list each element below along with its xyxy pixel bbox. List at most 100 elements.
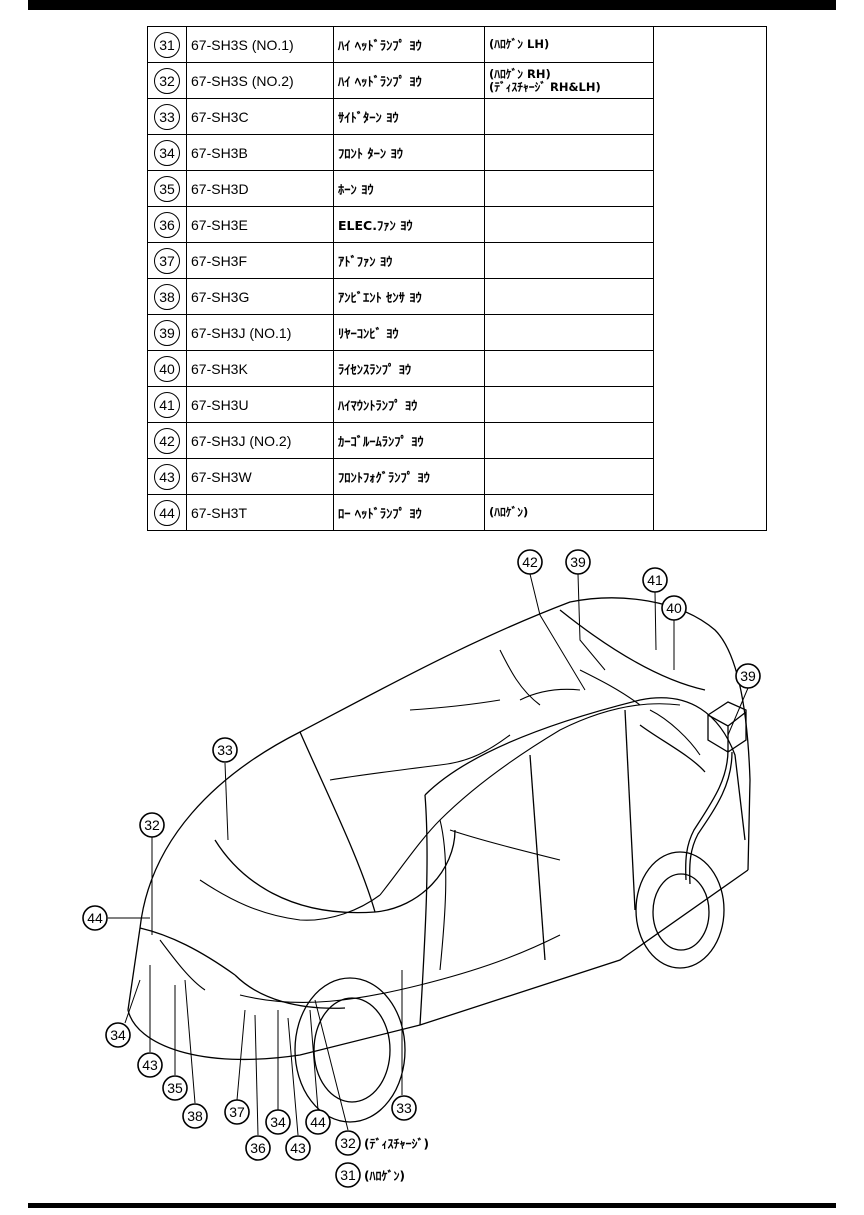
callout-c40: 40 xyxy=(661,595,687,621)
callout-c34a: 34 xyxy=(105,1022,131,1048)
callout-number: 35 xyxy=(167,1080,183,1096)
part-name: ｱﾄﾞﾌｧﾝ ﾖｳ xyxy=(333,242,485,279)
callout-number: 38 xyxy=(187,1108,203,1124)
part-code: 67-SH3F xyxy=(186,242,334,279)
ref-cell: 40 xyxy=(147,350,187,387)
ref-number: 32 xyxy=(154,67,180,94)
part-name: ﾎｰﾝ ﾖｳ xyxy=(333,170,485,207)
ref-number: 38 xyxy=(154,283,180,310)
callout-number: 41 xyxy=(647,572,663,588)
ref-number: 42 xyxy=(154,427,180,454)
part-code: 67-SH3C xyxy=(186,98,334,135)
ref-cell: 33 xyxy=(147,98,187,135)
ref-cell: 32 xyxy=(147,62,187,99)
callout-note: (ﾊﾛｹﾞﾝ) xyxy=(364,1168,405,1183)
part-name: ﾊｲﾏｳﾝﾄﾗﾝﾌﾟ ﾖｳ xyxy=(333,386,485,423)
callout-number: 37 xyxy=(229,1104,245,1120)
callout-c33b: 33 xyxy=(391,1095,417,1121)
ref-cell: 34 xyxy=(147,134,187,171)
part-code: 67-SH3T xyxy=(186,494,334,531)
part-note: (ﾊﾛｹﾞﾝ RH)(ﾃﾞｨｽﾁｬｰｼﾞ RH&LH) xyxy=(484,62,654,99)
callout-number: 42 xyxy=(522,554,538,570)
ref-cell: 44 xyxy=(147,494,187,531)
callout-c33a: 33 xyxy=(212,737,238,763)
ref-number: 41 xyxy=(154,391,180,418)
part-note xyxy=(484,242,654,279)
part-code: 67-SH3J (NO.2) xyxy=(186,422,334,459)
callout-number: 44 xyxy=(310,1114,326,1130)
part-name: ｱﾝﾋﾞｴﾝﾄ ｾﾝｻ ﾖｳ xyxy=(333,278,485,315)
callout-number: 43 xyxy=(142,1057,158,1073)
part-note: (ﾊﾛｹﾞﾝ) xyxy=(484,494,654,531)
callout-circle xyxy=(285,1135,311,1161)
callout-c44a: 44 xyxy=(82,905,108,931)
callout-number: 32 xyxy=(144,817,160,833)
part-note xyxy=(484,386,654,423)
part-note: (ﾊﾛｹﾞﾝ LH) xyxy=(484,26,654,63)
part-note xyxy=(484,98,654,135)
part-note xyxy=(484,278,654,315)
callout-c44b: 44 xyxy=(305,1109,331,1135)
part-code: 67-SH3J (NO.1) xyxy=(186,314,334,351)
vehicle-outline xyxy=(127,597,751,1123)
callout-c35: 35 xyxy=(162,1075,188,1101)
note-line: (ﾊﾛｹﾞﾝ LH) xyxy=(489,37,550,51)
callout-number: 34 xyxy=(270,1114,286,1130)
callout-circle xyxy=(265,1109,291,1135)
part-name: ﾌﾛﾝﾄ ﾀｰﾝ ﾖｳ xyxy=(333,134,485,171)
part-note xyxy=(484,206,654,243)
ref-cell: 31 xyxy=(147,26,187,63)
top-border-bar xyxy=(28,0,836,10)
callout-number: 40 xyxy=(666,600,682,616)
part-code: 67-SH3S (NO.2) xyxy=(186,62,334,99)
ref-number: 37 xyxy=(154,247,180,274)
part-name: ﾗｲｾﾝｽﾗﾝﾌﾟ ﾖｳ xyxy=(333,350,485,387)
part-name: ﾌﾛﾝﾄﾌｫｸﾞﾗﾝﾌﾟ ﾖｳ xyxy=(333,458,485,495)
callout-number: 36 xyxy=(250,1140,266,1156)
ref-cell: 35 xyxy=(147,170,187,207)
ref-number: 39 xyxy=(154,319,180,346)
callout-circle xyxy=(182,1103,208,1129)
part-note xyxy=(484,170,654,207)
ref-number: 34 xyxy=(154,139,180,166)
ref-cell: 38 xyxy=(147,278,187,315)
note-line: (ﾊﾛｹﾞﾝ) xyxy=(489,505,529,519)
ref-number: 40 xyxy=(154,355,180,382)
part-code: 67-SH3E xyxy=(186,206,334,243)
callout-circle xyxy=(661,595,687,621)
part-note xyxy=(484,350,654,387)
part-note xyxy=(484,134,654,171)
callout-number: 44 xyxy=(87,910,103,926)
bottom-border-bar xyxy=(28,1203,836,1208)
ref-cell: 42 xyxy=(147,422,187,459)
part-name: ﾛｰ ﾍｯﾄﾞﾗﾝﾌﾟ ﾖｳ xyxy=(333,494,485,531)
note-line: (ﾃﾞｨｽﾁｬｰｼﾞ RH&LH) xyxy=(489,79,601,94)
ref-cell: 43 xyxy=(147,458,187,495)
callout-circle xyxy=(139,812,165,838)
callout-circle xyxy=(335,1162,361,1188)
callout-c39a: 39 xyxy=(565,549,591,575)
callout-c39b: 39 xyxy=(735,663,761,689)
wiring-harness xyxy=(159,649,701,1003)
callout-c42: 42 xyxy=(517,549,543,575)
callout-c41: 41 xyxy=(642,567,668,593)
part-note xyxy=(484,458,654,495)
callout-circle xyxy=(212,737,238,763)
part-code: 67-SH3W xyxy=(186,458,334,495)
callout-number: 33 xyxy=(396,1100,412,1116)
connector-icon xyxy=(685,701,747,885)
ref-number: 31 xyxy=(154,31,180,58)
part-code: 67-SH3K xyxy=(186,350,334,387)
callout-circle xyxy=(391,1095,417,1121)
connector-illustration xyxy=(654,27,764,527)
ref-cell: 41 xyxy=(147,386,187,423)
part-name: ｻｲﾄﾞﾀｰﾝ ﾖｳ xyxy=(333,98,485,135)
part-name: ﾊｲ ﾍｯﾄﾞﾗﾝﾌﾟ ﾖｳ xyxy=(333,26,485,63)
